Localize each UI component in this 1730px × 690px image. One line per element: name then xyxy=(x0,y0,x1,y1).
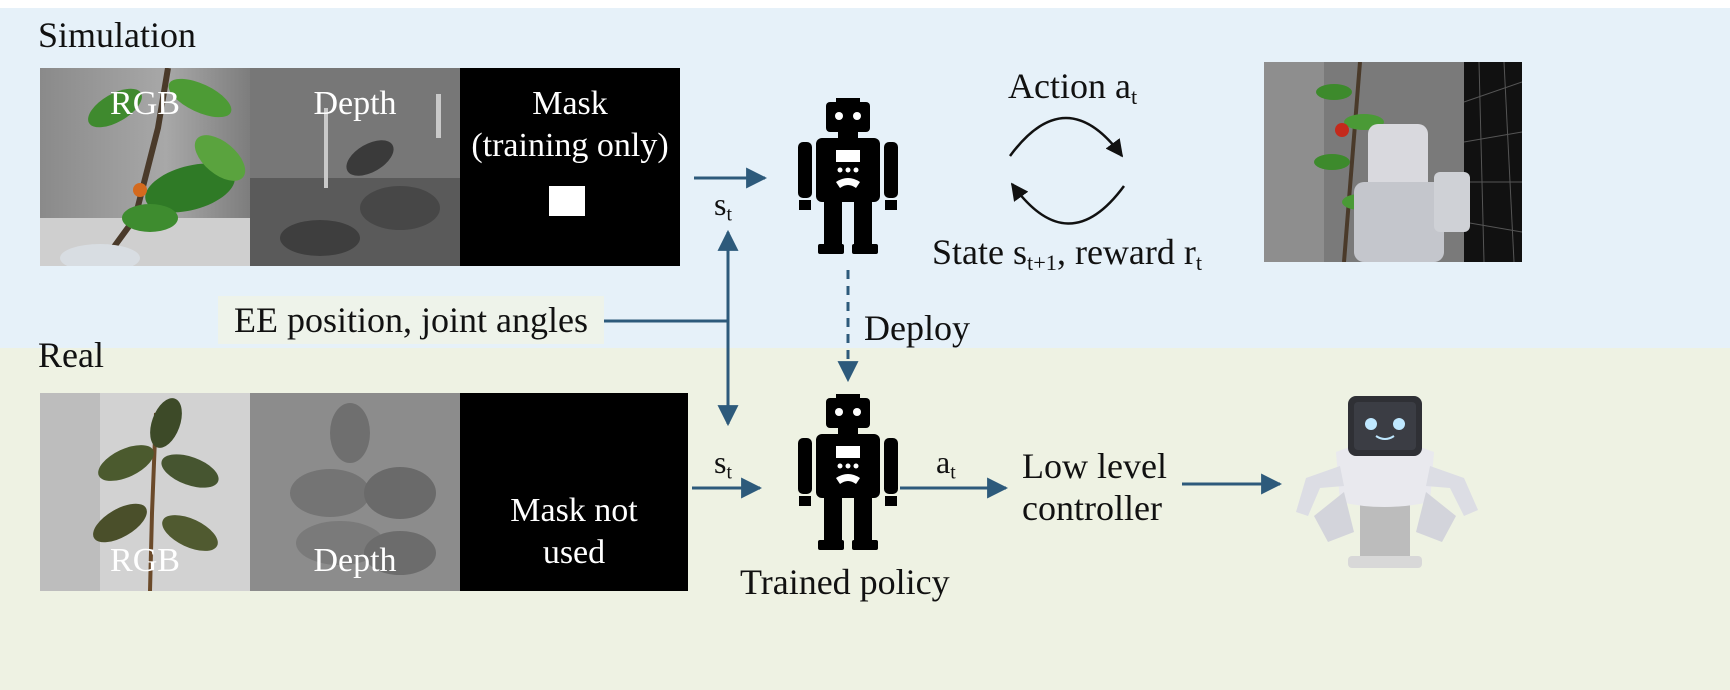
sim-mask-label-line2: (training only) xyxy=(471,127,669,164)
real-mask-label-line2: used xyxy=(542,534,606,571)
proprio-label: EE position, joint angles xyxy=(218,296,604,344)
robot-icon xyxy=(798,98,898,254)
real-title: Real xyxy=(38,335,104,375)
sim-depth-drawing xyxy=(250,68,460,266)
trained-robot-icon xyxy=(798,394,898,550)
real-mask-label-line1: Mask not xyxy=(510,492,638,529)
simulation-title: Simulation xyxy=(38,15,197,55)
action-loop-arrow xyxy=(1008,116,1124,158)
real-depth-label: Depth xyxy=(313,542,397,579)
sim-mask-image: Mask (training only) xyxy=(460,68,680,266)
real-rgb-image: RGB xyxy=(40,393,250,591)
controller-label-line1: Low level xyxy=(1022,446,1167,486)
action-label: Action at xyxy=(1008,66,1138,110)
sim-environment-image xyxy=(1264,62,1522,262)
sim-depth-label: Depth xyxy=(313,85,397,122)
trained-policy-label: Trained policy xyxy=(740,562,950,602)
sim-depth-image: Depth xyxy=(250,68,460,266)
deploy-label: Deploy xyxy=(864,308,970,348)
mask-target-square xyxy=(549,186,585,216)
sim-environment-drawing xyxy=(1264,62,1522,262)
real-state-input-label: st xyxy=(714,444,732,484)
real-depth-image: Depth xyxy=(250,393,460,591)
sim-plant-drawing xyxy=(40,68,250,266)
state-loop-arrow xyxy=(1010,182,1126,225)
real-plant-drawing xyxy=(40,393,250,591)
sim-rgb-label: RGB xyxy=(110,85,180,122)
sim-mask-label-line1: Mask xyxy=(532,85,608,122)
controller-label-line2: controller xyxy=(1022,488,1162,528)
sim-rgb-image: RGB xyxy=(40,68,250,266)
real-robot-drawing xyxy=(1296,396,1478,568)
real-depth-drawing xyxy=(250,393,460,591)
sim-state-input-label: st xyxy=(714,186,732,226)
state-reward-label: State st+1, reward rt xyxy=(932,232,1203,276)
action-output-label: at xyxy=(936,444,956,484)
real-rgb-label: RGB xyxy=(110,542,180,579)
real-mask-image: Mask not used xyxy=(460,393,688,591)
real-robot-image xyxy=(1288,392,1482,570)
